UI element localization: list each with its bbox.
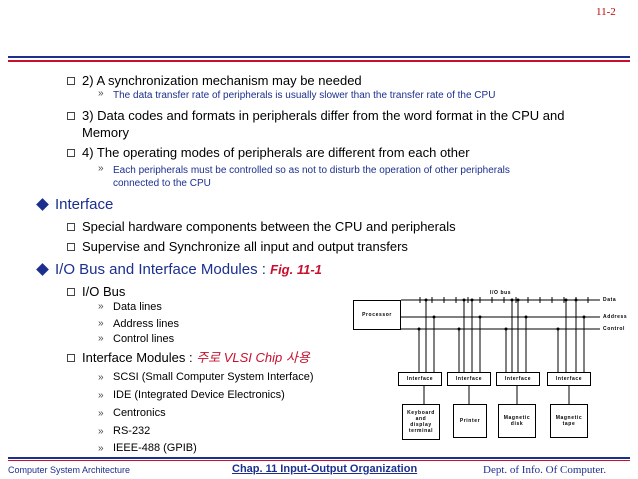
footer-dept: Dept. of Info. Of Computer. <box>483 464 607 476</box>
sub-bullet: » <box>98 408 104 419</box>
iobus-heading: I/O Bus and Interface Modules : Fig. 11-… <box>55 261 322 279</box>
modules-subitem: IEEE-488 (GPIB) <box>113 442 197 454</box>
interface-box: Interface <box>447 372 491 386</box>
page-number: 11-2 <box>596 6 616 18</box>
point-3-text-line2: Memory <box>82 125 129 140</box>
iobus-item: I/O Bus <box>82 284 126 299</box>
sub-bullet: » <box>98 301 104 312</box>
header-rule-red <box>8 60 630 62</box>
device-label: and <box>415 416 427 422</box>
modules-subitem: RS-232 <box>113 425 151 437</box>
modules-note: 주로 VLSI Chip 사용 <box>196 350 310 365</box>
diamond-bullet-icon <box>36 263 49 276</box>
interface-box: Interface <box>547 372 591 386</box>
interface-item: Special hardware components between the … <box>82 219 456 234</box>
bullet-box <box>67 288 75 296</box>
modules-subitem: IDE (Integrated Device Electronics) <box>113 389 285 401</box>
sub-bullet: » <box>98 426 104 437</box>
interface-heading: Interface <box>55 196 114 213</box>
io-bus-diagram: I/O bus Data Address Control Processor I… <box>340 288 632 448</box>
device-label: Magnetic <box>503 415 531 421</box>
io-bus-lines <box>401 297 600 404</box>
interface-box: Interface <box>496 372 540 386</box>
magnetic-disk-box: Magnetic disk <box>498 404 536 438</box>
point-3-text-line1: 3) Data codes and formats in peripherals… <box>82 108 565 123</box>
point-4-text: 4) The operating modes of peripherals ar… <box>82 145 470 160</box>
magnetic-tape-box: Magnetic tape <box>550 404 588 438</box>
iobus-heading-text: I/O Bus and Interface Modules : <box>55 261 266 278</box>
point-4-sub-text-line1: Each peripherals must be controlled so a… <box>113 165 510 176</box>
iobus-subitem: Control lines <box>113 333 175 345</box>
sub-bullet: » <box>98 163 104 174</box>
modules-item: Interface Modules : 주로 VLSI Chip 사용 <box>82 350 310 366</box>
printer-box: Printer <box>453 404 487 438</box>
data-line-label: Data <box>603 297 617 303</box>
iobus-subitem: Address lines <box>113 318 180 330</box>
address-line-label: Address <box>603 314 628 320</box>
footer-rule-red <box>8 460 630 461</box>
control-line-label: Control <box>603 326 625 332</box>
bullet-box <box>67 77 75 85</box>
device-label: Keyboard <box>407 410 435 416</box>
interface-box: Interface <box>398 372 442 386</box>
sub-bullet: » <box>98 88 104 99</box>
device-label: tape <box>562 421 576 427</box>
device-label: Magnetic <box>555 415 583 421</box>
point-4-sub-text-line2: connected to the CPU <box>113 178 211 189</box>
footer-chapter: Chap. 11 Input-Output Organization <box>232 463 418 475</box>
sub-bullet: » <box>98 372 104 383</box>
sub-bullet: » <box>98 443 104 454</box>
modules-subitem: SCSI (Small Computer System Interface) <box>113 371 314 383</box>
device-label: display <box>410 422 432 428</box>
point-2-sub-text: The data transfer rate of peripherals is… <box>113 90 496 101</box>
sub-bullet: » <box>98 390 104 401</box>
device-label: disk <box>510 421 524 427</box>
header-rule-blue <box>8 56 630 58</box>
interface-item: Supervise and Synchronize all input and … <box>82 239 408 254</box>
diamond-bullet-icon <box>36 198 49 211</box>
processor-box: Processor <box>353 300 401 330</box>
iobus-subitem: Data lines <box>113 301 162 313</box>
device-label: Printer <box>459 418 481 424</box>
bullet-box <box>67 354 75 362</box>
sub-bullet: » <box>98 333 104 344</box>
bullet-box <box>67 112 75 120</box>
device-label: terminal <box>408 428 434 434</box>
bullet-box <box>67 243 75 251</box>
keyboard-display-terminal-box: Keyboard and display terminal <box>402 404 440 440</box>
sub-bullet: » <box>98 318 104 329</box>
point-2-text: 2) A synchronization mechanism may be ne… <box>82 73 362 88</box>
bullet-box <box>67 223 75 231</box>
modules-item-text: Interface Modules : <box>82 350 193 365</box>
io-bus-label: I/O bus <box>490 290 512 296</box>
footer-rule-blue <box>8 457 630 459</box>
modules-subitem: Centronics <box>113 407 166 419</box>
footer-course: Computer System Architecture <box>8 465 131 475</box>
figure-reference: Fig. 11-1 <box>270 262 322 277</box>
bullet-box <box>67 149 75 157</box>
